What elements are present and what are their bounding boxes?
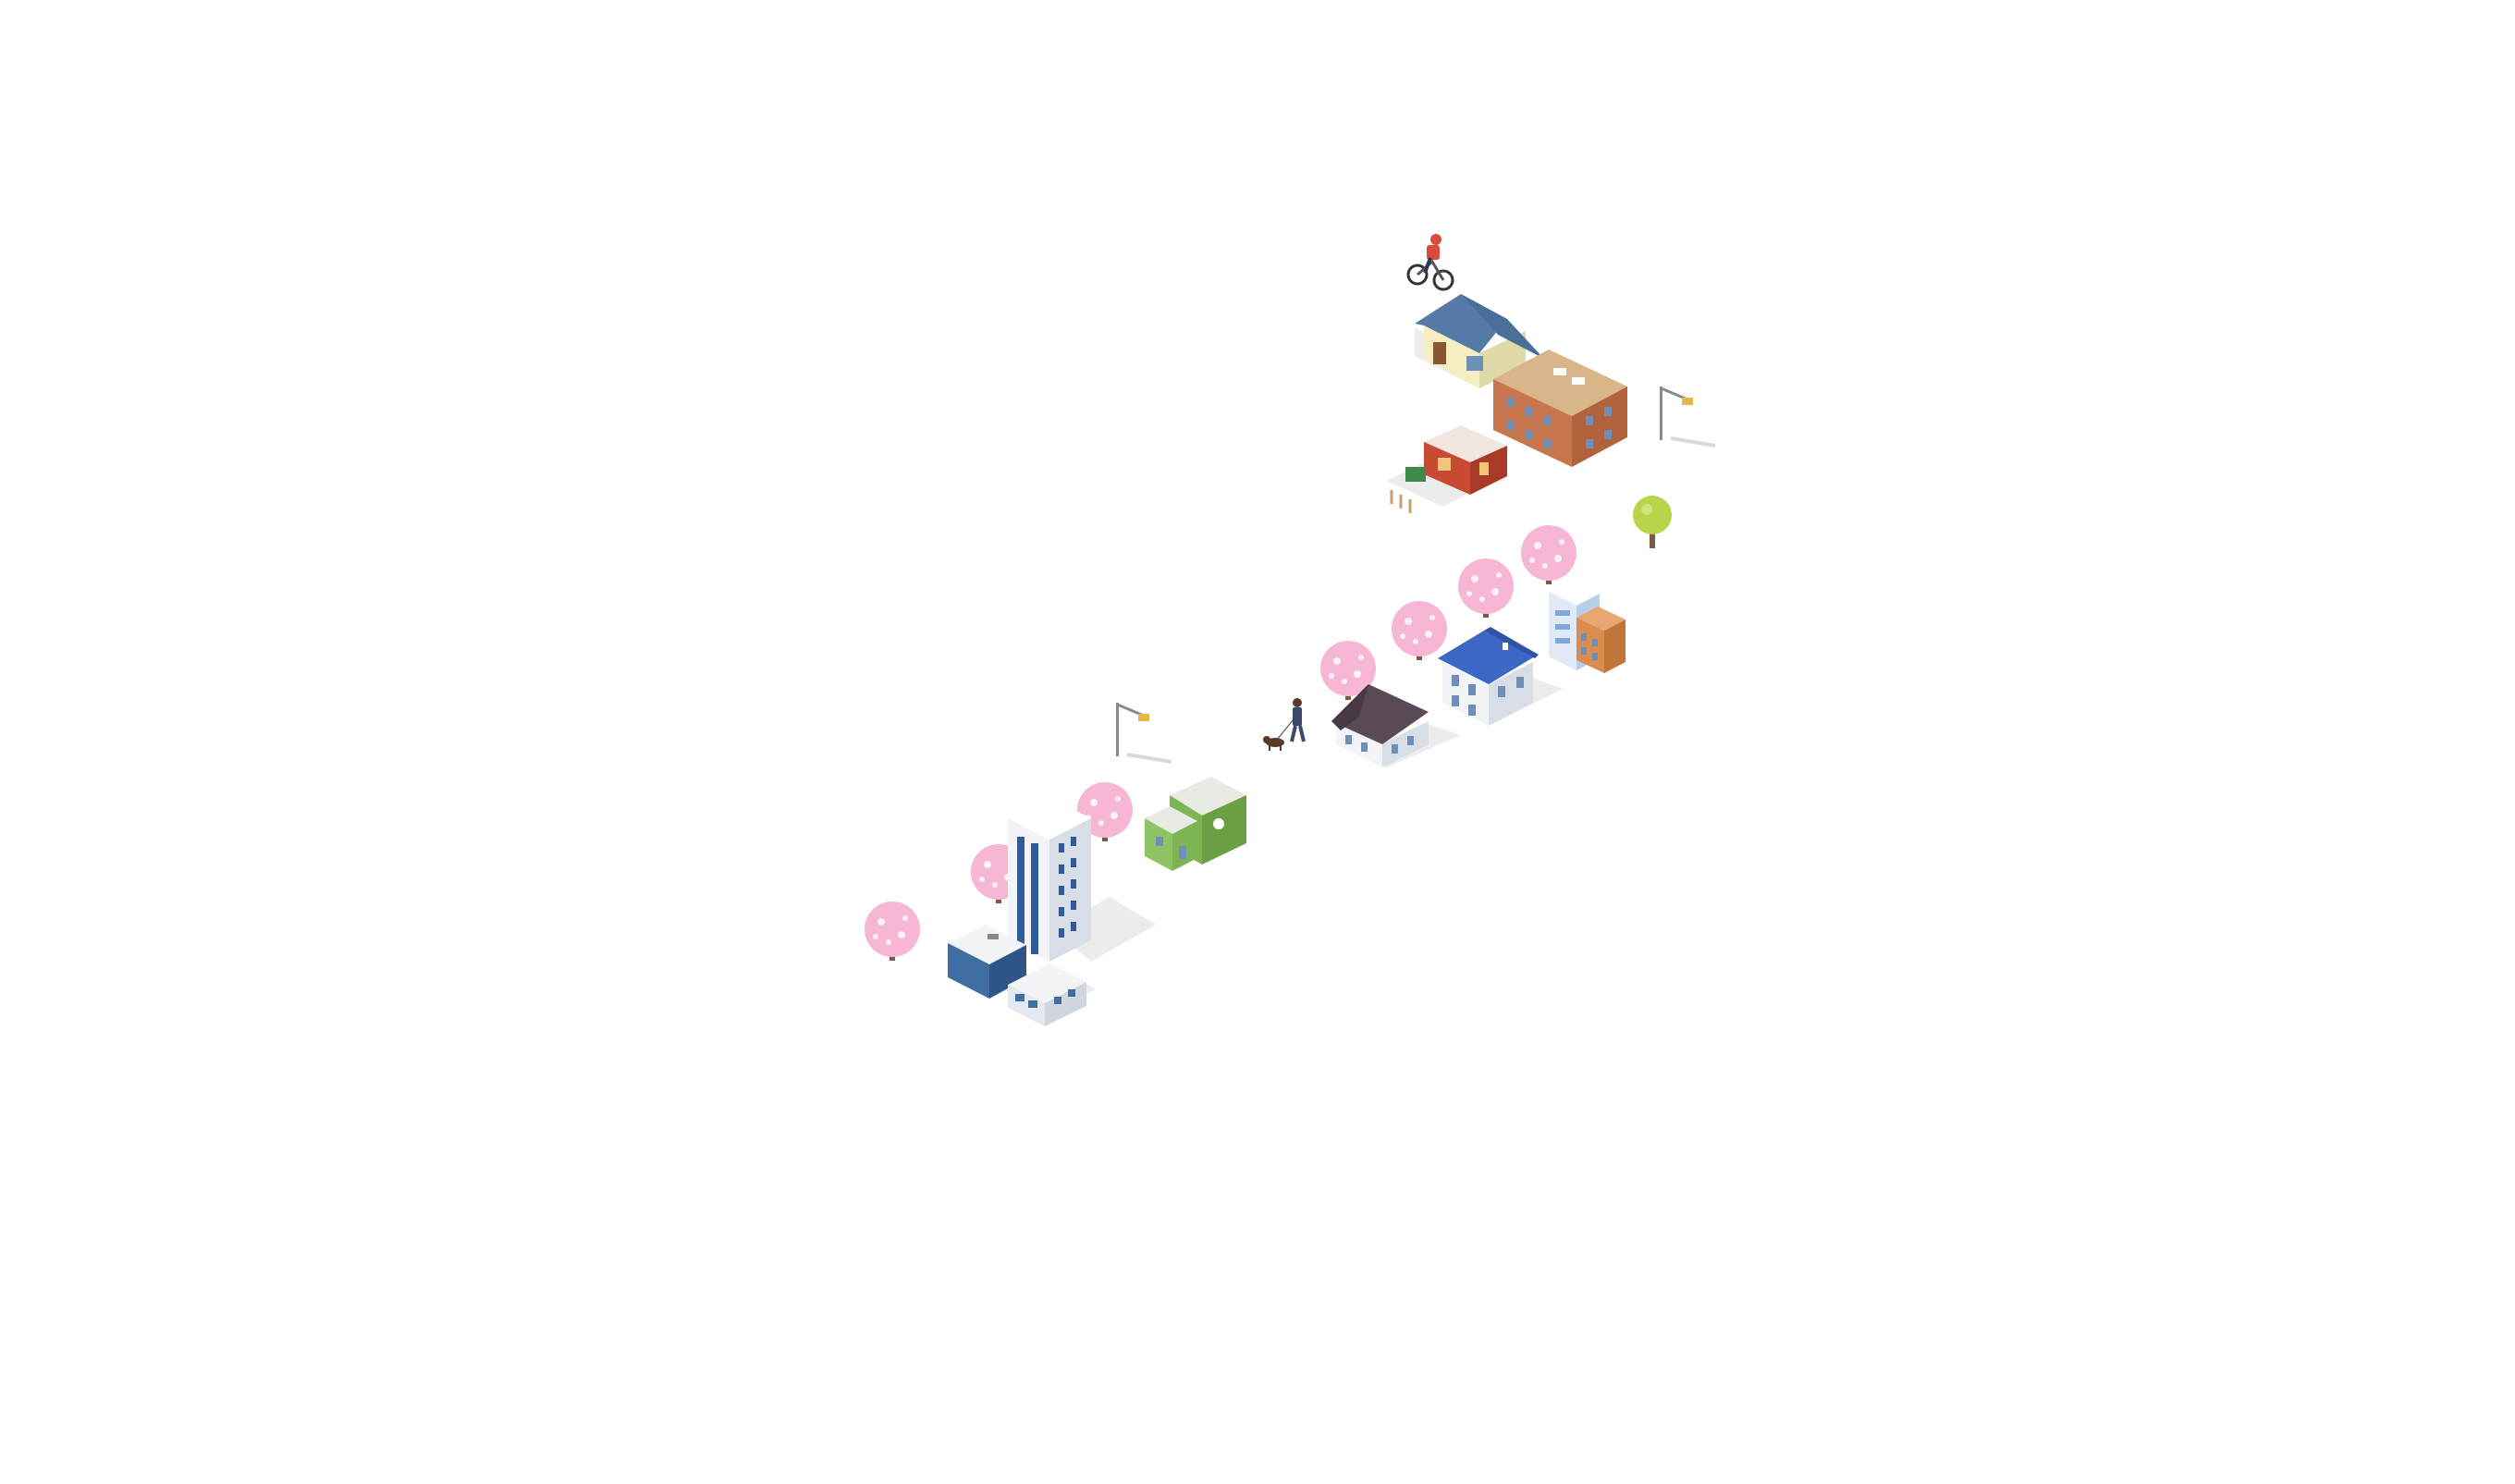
- blue-roof-villa-icon: [1438, 627, 1563, 726]
- low-office-building-icon: [1008, 963, 1096, 1026]
- street-lamp-icon: [1114, 701, 1173, 764]
- office-tower-icon: [1008, 797, 1156, 962]
- cherry-tree-icon: [1521, 525, 1576, 584]
- person-walking-dog-icon: [1263, 698, 1306, 751]
- cherry-tree-icon: [1458, 558, 1514, 618]
- green-tree-icon: [1633, 496, 1672, 548]
- tower-building-icon: [1549, 592, 1626, 673]
- green-shop-icon: [1145, 777, 1246, 871]
- cyclist-icon: [1406, 234, 1454, 291]
- dark-roof-cottage-icon: [1331, 684, 1461, 767]
- street-lamp-icon: [1658, 385, 1717, 448]
- cherry-tree-icon: [865, 901, 920, 961]
- blue-roof-house-icon: [1415, 294, 1544, 388]
- low-office-building-icon: [948, 925, 1026, 999]
- cherry-tree-icon: [1392, 601, 1447, 660]
- brick-apartment-icon: [1493, 350, 1627, 467]
- red-shop-icon: [1387, 425, 1507, 513]
